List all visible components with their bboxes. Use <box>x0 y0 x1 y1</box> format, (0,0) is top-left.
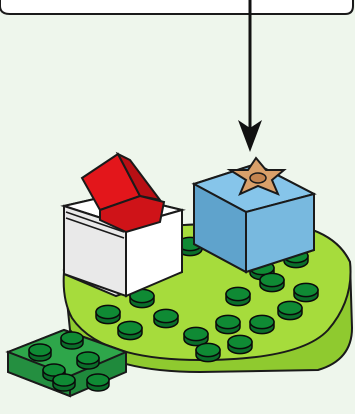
stud <box>215 314 241 335</box>
callout-box <box>0 0 354 15</box>
stud <box>183 326 209 347</box>
stud <box>117 320 143 341</box>
stud <box>195 342 221 363</box>
stud <box>225 286 251 307</box>
stud <box>227 334 253 355</box>
small-plate-studs <box>28 331 110 392</box>
red-slope-piece <box>80 151 166 234</box>
blue-brick <box>191 162 317 274</box>
stud <box>95 304 121 325</box>
stud <box>86 373 110 392</box>
stud <box>76 351 100 370</box>
stud <box>249 314 275 335</box>
star-tile <box>226 156 287 196</box>
pointer-arrow <box>238 0 262 152</box>
stud <box>52 373 76 392</box>
stud <box>153 308 179 329</box>
stud <box>60 331 84 350</box>
stud <box>293 282 319 303</box>
stud <box>28 343 52 362</box>
stud <box>259 272 285 293</box>
stud <box>277 300 303 321</box>
